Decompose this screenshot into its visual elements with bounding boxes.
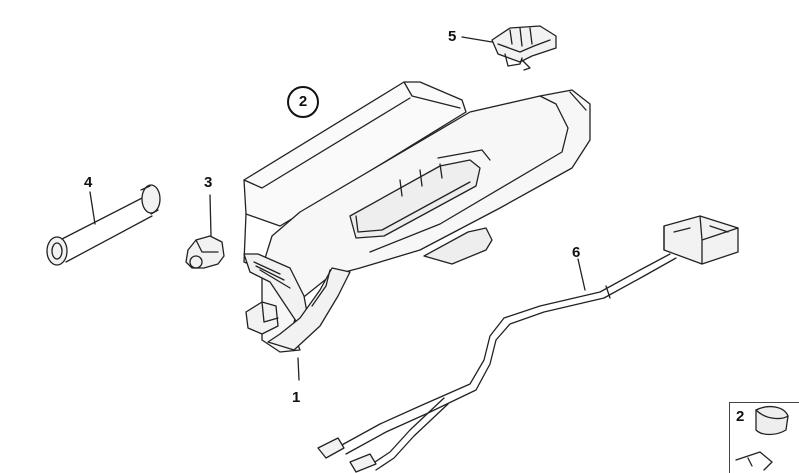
part-5-lamp — [461, 25, 557, 71]
part-3-clip — [185, 194, 225, 269]
legend-box: 2 — [729, 402, 799, 473]
callout-2-circled: 2 — [287, 86, 319, 118]
callout-1: 1 — [292, 389, 301, 406]
callout-4: 4 — [84, 174, 93, 191]
callout-6: 6 — [572, 244, 581, 261]
legend-number: 2 — [736, 408, 745, 425]
callout-5: 5 — [448, 28, 457, 45]
part-4-tube — [46, 184, 161, 266]
part-6-cable — [317, 215, 739, 473]
part-1-glove-box — [243, 81, 591, 381]
callout-3: 3 — [204, 174, 213, 191]
legend-cap-icon — [735, 405, 789, 471]
